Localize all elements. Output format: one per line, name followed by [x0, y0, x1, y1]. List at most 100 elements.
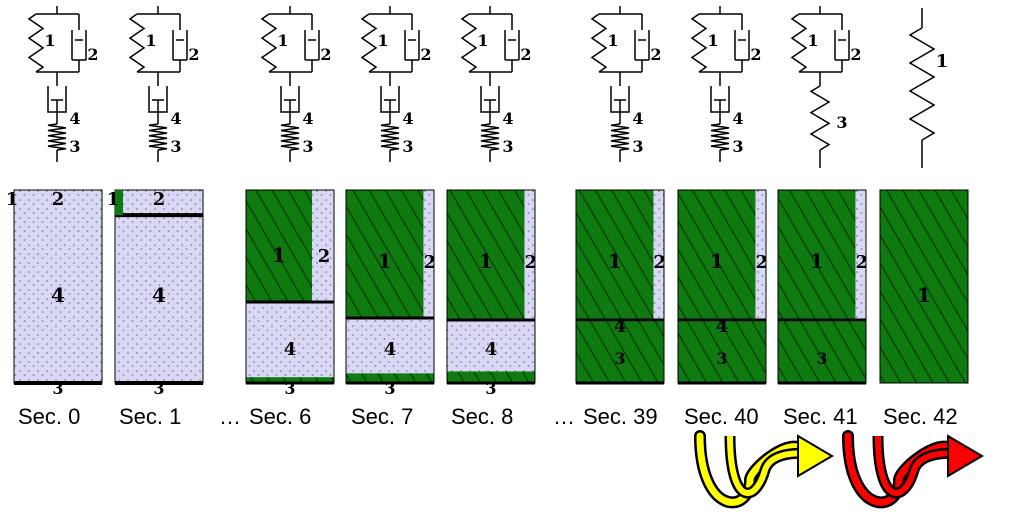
bar-number-1: 1: [608, 249, 622, 273]
solid-bottom-band: [346, 373, 434, 383]
section-bar: 1: [879, 189, 969, 384]
bar-number-1: 1: [810, 249, 824, 273]
element-number-2: 2: [520, 45, 531, 64]
element-number-3: 3: [502, 137, 513, 156]
solid-region: [778, 190, 856, 320]
ellipsis: …: [553, 404, 575, 429]
bar-number-3: 3: [384, 379, 395, 398]
bar-number-3: 3: [485, 379, 496, 398]
element-number-4: 4: [170, 109, 181, 128]
rheology-circuit: 1 2 4 3: [260, 6, 332, 162]
element-number-3: 3: [402, 137, 413, 156]
element-number-4: 4: [302, 109, 313, 128]
section-label: Sec. 41: [783, 404, 858, 429]
bar-number-1: 1: [710, 249, 724, 273]
bar-number-2: 2: [653, 252, 666, 273]
solid-region: [246, 190, 312, 302]
element-number-4: 4: [402, 109, 413, 128]
bar-number-3: 3: [284, 379, 295, 398]
section-label: Sec. 0: [18, 404, 81, 429]
element-number-3: 3: [732, 137, 743, 156]
rheology-circuit: 1 2 3: [790, 6, 862, 168]
bar-number-1: 1: [272, 243, 286, 267]
bar-number-2: 2: [423, 252, 436, 273]
bar-number-3: 3: [716, 349, 727, 368]
section-label: Sec. 6: [249, 404, 312, 429]
section-label: Sec. 39: [583, 404, 658, 429]
element-number-1: 1: [936, 51, 949, 72]
solid-bottom-band: [778, 321, 866, 383]
solid-region: [447, 190, 525, 320]
section-bar: 1 2 4 3: [345, 189, 436, 398]
bar-number-4: 4: [51, 283, 65, 307]
solid-region: [879, 189, 969, 384]
section-label: Sec. 1: [119, 404, 182, 429]
ellipsis: …: [219, 404, 241, 429]
bar-number-2: 2: [153, 189, 166, 210]
solid-bottom-band: [447, 371, 535, 383]
element-number-1: 1: [145, 31, 156, 50]
bar-number-2: 2: [52, 189, 65, 210]
section-bar: 1 2 4 3: [6, 189, 103, 398]
bar-number-1: 1: [917, 283, 931, 307]
element-number-4: 4: [632, 109, 643, 128]
element-number-4: 4: [69, 109, 80, 128]
rheology-circuit: 1 2 4 3: [360, 6, 432, 162]
solid-bottom-band: [678, 321, 766, 383]
bar-number-1: 1: [479, 249, 493, 273]
solid-region: [678, 190, 756, 320]
element-number-3: 3: [302, 137, 313, 156]
element-number-1: 1: [607, 31, 618, 50]
bar-number-1: 1: [6, 189, 19, 210]
element-number-3: 3: [836, 113, 847, 132]
solid-bottom-band: [246, 377, 334, 383]
solid-sliver: [115, 190, 123, 216]
element-number-1: 1: [807, 31, 818, 50]
viscous-region: [114, 189, 204, 384]
element-number-2: 2: [87, 45, 98, 64]
element-number-1: 1: [477, 31, 488, 50]
solid-region: [576, 190, 654, 320]
element-number-2: 2: [750, 45, 761, 64]
transition-arrow-red: [842, 430, 984, 509]
solid-bottom-band: [576, 321, 664, 383]
bar-number-4: 4: [716, 316, 729, 337]
section-bar: 1 2 4 3: [446, 189, 537, 398]
bar-number-4: 4: [485, 339, 498, 360]
element-number-2: 2: [850, 45, 861, 64]
element-number-2: 2: [420, 45, 431, 64]
bar-number-3: 3: [52, 379, 63, 398]
element-number-1: 1: [377, 31, 388, 50]
section-label: Sec. 7: [351, 404, 414, 429]
element-number-4: 4: [732, 109, 743, 128]
element-number-1: 1: [277, 31, 288, 50]
element-number-3: 3: [170, 137, 181, 156]
rheology-circuit: 1 2 4 3: [690, 6, 762, 162]
rheology-circuit: 1 2 4 3: [128, 6, 200, 162]
bar-number-3: 3: [816, 349, 827, 368]
bar-number-4: 4: [384, 339, 397, 360]
rheology-circuit: 1 2 4 3: [27, 6, 99, 162]
section-label: Sec. 8: [451, 404, 514, 429]
bar-number-2: 2: [524, 252, 537, 273]
element-number-4: 4: [502, 109, 513, 128]
bar-number-2: 2: [855, 252, 868, 273]
bar-number-3: 3: [153, 379, 164, 398]
transition-arrow-yellow: [694, 430, 834, 509]
bar-number-3: 3: [614, 349, 625, 368]
rheology-circuit: 1 2 4 3: [460, 6, 532, 162]
element-number-1: 1: [707, 31, 718, 50]
bar-number-1: 1: [378, 249, 392, 273]
element-number-3: 3: [69, 137, 80, 156]
element-number-1: 1: [44, 31, 55, 50]
bar-number-2: 2: [755, 252, 768, 273]
element-number-2: 2: [320, 45, 331, 64]
bar-number-1: 1: [107, 189, 120, 210]
bar-number-4: 4: [284, 339, 297, 360]
element-number-2: 2: [188, 45, 199, 64]
section-bar: 1 2 4 3: [677, 189, 768, 385]
